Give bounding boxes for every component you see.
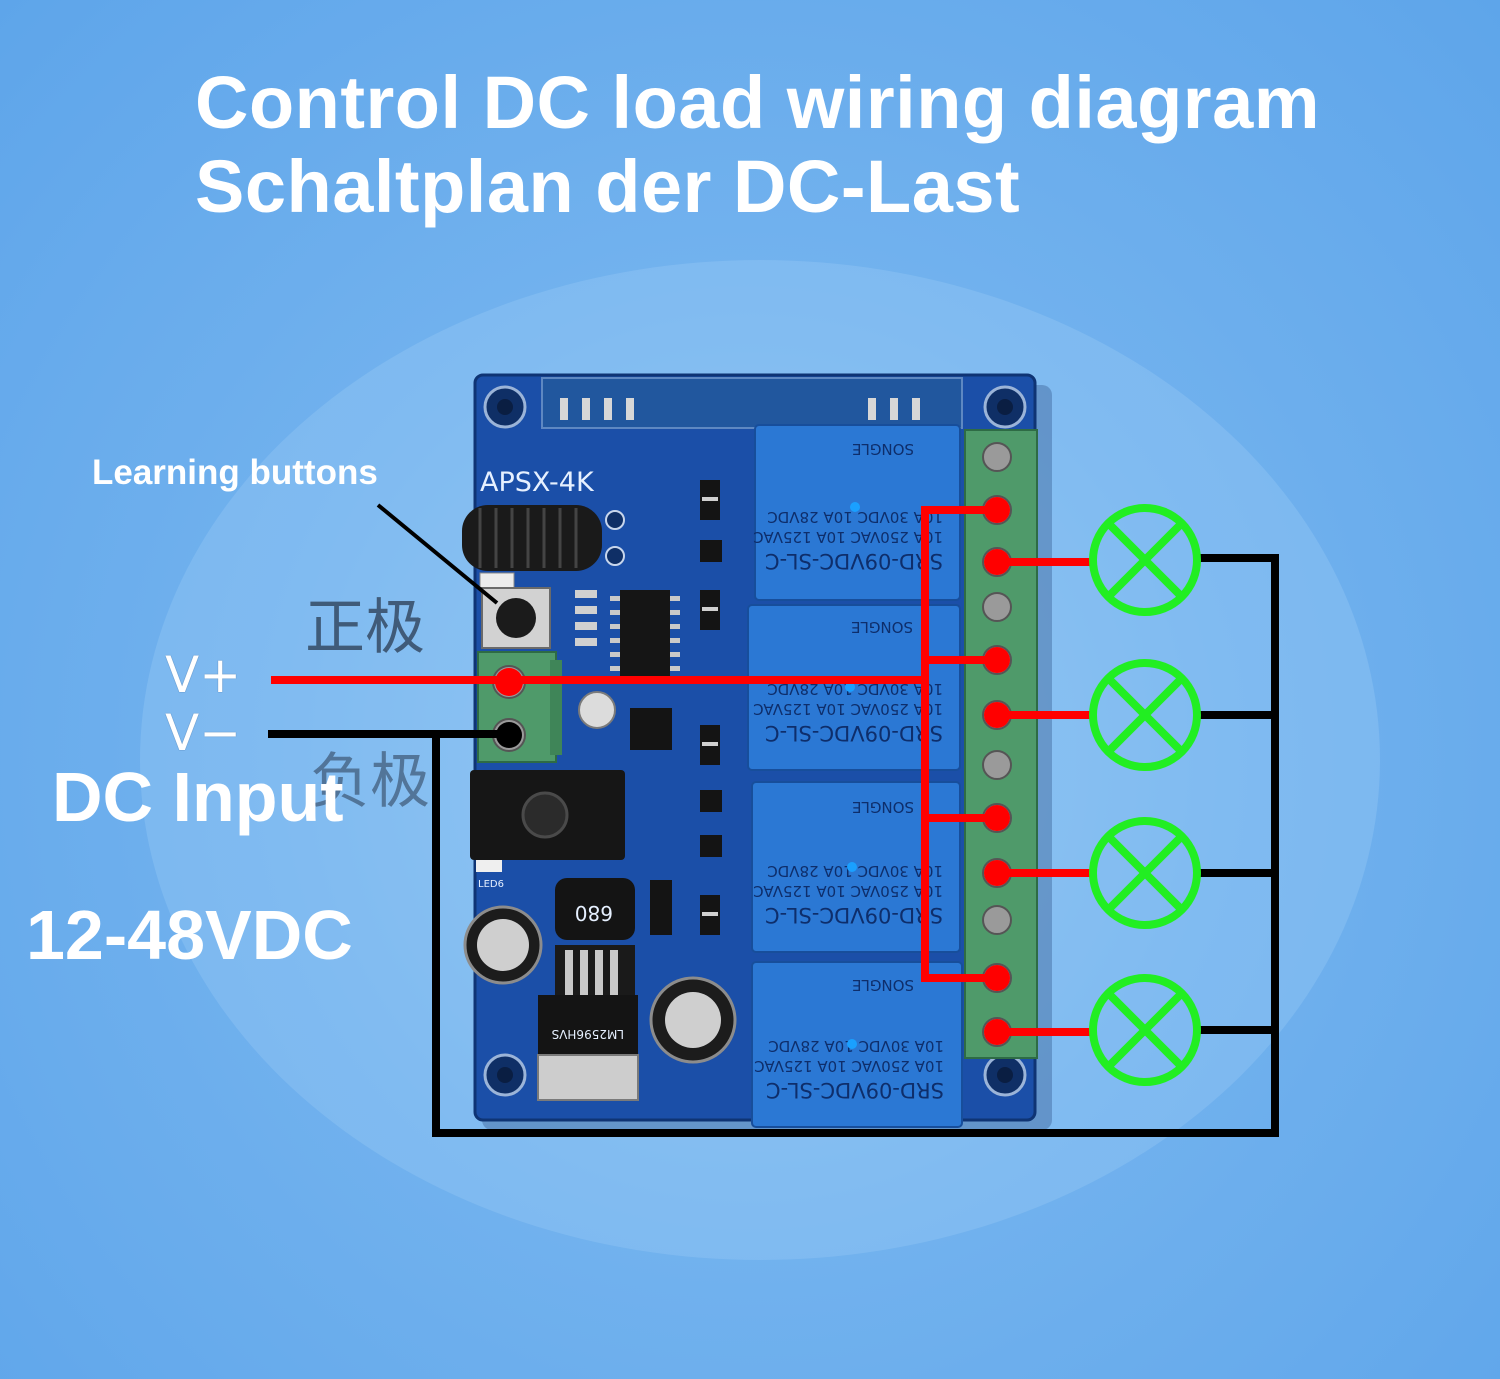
board-model-label: APSX-4K: [480, 467, 595, 498]
relay-rating-text: 10A 30VDC 10A 28VDC: [767, 508, 943, 526]
lamp-1-icon: [1089, 504, 1201, 616]
relay-model-text: SRD-09VDC-SL-C: [765, 549, 943, 573]
led-label: LED6: [478, 879, 504, 890]
relay-brand-text: SONGLE: [852, 798, 914, 816]
relay-rating-text: 10A 30VDC 10A 28VDC: [767, 680, 943, 698]
v-plus-label: V+: [165, 646, 242, 704]
lamp-3-icon: [1089, 817, 1201, 929]
v-minus-label: V−: [165, 704, 242, 762]
relay-2: SRD-09VDC-SL-C 10A 250VAC 10A 125VAC 10A…: [747, 604, 961, 771]
relay-rating-text: 10A 250VAC 10A 125VAC: [753, 528, 943, 546]
voltage-range-label: 12-48VDC: [26, 896, 353, 974]
relay-brand-text: SONGLE: [852, 976, 914, 994]
lamp-2-icon: [1089, 659, 1201, 771]
svg-text:680: 680: [575, 901, 613, 925]
relay-rating-text: 10A 30VDC 10A 28VDC: [767, 862, 943, 880]
relay-4: SRD-09VDC-SL-C 10A 250VAC 10A 125VAC 10A…: [751, 961, 963, 1128]
negative-pole-label: 负极: [310, 747, 430, 817]
negative-wiring: [268, 554, 1279, 1137]
relay-model-text: SRD-09VDC-SL-C: [765, 721, 943, 745]
relay-rating-text: 10A 250VAC 10A 125VAC: [754, 1057, 944, 1075]
input-terminal-block: [477, 651, 562, 763]
learning-buttons-label: Learning buttons: [92, 453, 378, 492]
negative-terminal-dot: [496, 722, 522, 748]
relay-model-text: SRD-09VDC-SL-C: [765, 903, 943, 927]
relay-3: SRD-09VDC-SL-C 10A 250VAC 10A 125VAC 10A…: [751, 781, 961, 953]
lamp-4-icon: [1089, 974, 1201, 1086]
page-title: Control DC load wiring diagram: [195, 61, 1321, 144]
connection-dots: [495, 497, 1010, 1045]
relay-rating-text: 10A 250VAC 10A 125VAC: [753, 700, 943, 718]
dc-input-label: DC Input: [52, 758, 344, 836]
ic-chip: [620, 590, 670, 680]
svg-text:LM2596HVS: LM2596HVS: [552, 1027, 624, 1041]
relay-brand-text: SONGLE: [851, 618, 913, 636]
page-subtitle: Schaltplan der DC-Last: [195, 145, 1021, 228]
learning-button-pointer: [376, 503, 499, 605]
relay-brand-text: SONGLE: [852, 440, 914, 458]
antenna-coil: [462, 505, 602, 571]
positive-pole-label: 正极: [305, 593, 425, 663]
relay-rating-text: 10A 250VAC 10A 125VAC: [753, 882, 943, 900]
relay-model-text: SRD-09VDC-SL-C: [766, 1078, 944, 1102]
output-terminal-block: [964, 429, 1038, 1059]
voltage-regulator: LM2596HVS: [537, 945, 639, 1101]
inductor: 680: [555, 878, 635, 940]
